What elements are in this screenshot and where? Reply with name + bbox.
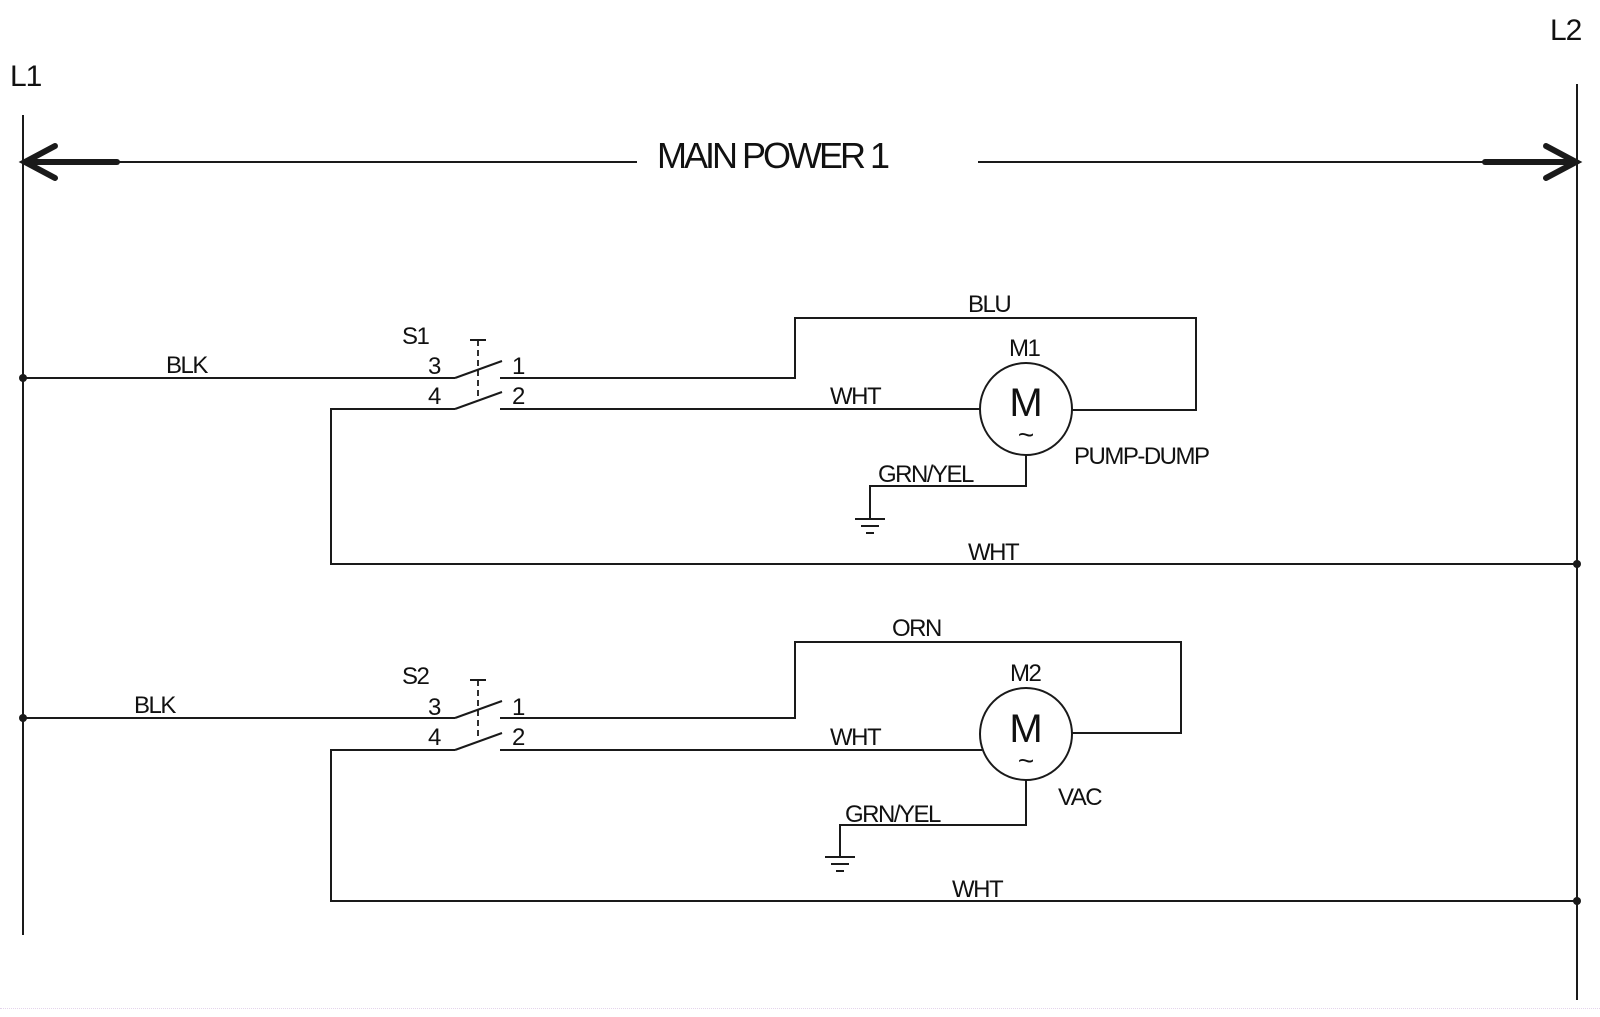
contact-blade-1	[454, 700, 503, 719]
switch-s1: S1 3 4 1 2	[402, 323, 525, 410]
rail-l2-label: L2	[1550, 14, 1582, 47]
switch-label: S1	[402, 323, 430, 350]
wire-label-blu: BLU	[968, 291, 1010, 318]
motor-m2: M ~ M2 VAC	[979, 660, 1104, 811]
junction-dot	[1573, 560, 1581, 568]
contact-blade-2	[454, 391, 503, 410]
wire-grn-yel	[869, 455, 1027, 518]
motor-symbol: M	[1009, 381, 1042, 425]
wire-label-wht: WHT	[830, 724, 882, 751]
ground-icon	[855, 518, 885, 534]
wire-label-wht: WHT	[830, 383, 882, 410]
rung-1: BLK S1 3 4 1 2 BLU WHT M ~ M1 PUMP-DUMP	[19, 291, 1581, 568]
junction-dot	[1573, 897, 1581, 905]
wire-label-blk: BLK	[166, 352, 208, 379]
motor-symbol: M	[1009, 707, 1042, 751]
rail-l1-label: L1	[10, 60, 42, 93]
terminal-4: 4	[428, 724, 441, 751]
wire-label-blk: BLK	[134, 692, 176, 719]
wire-blu	[518, 317, 1197, 411]
terminal-4: 4	[428, 383, 441, 410]
ac-tilde-icon: ~	[1018, 745, 1034, 776]
wire-orn	[518, 641, 1182, 734]
motor-name: PUMP-DUMP	[1074, 443, 1209, 470]
main-power-arrow	[18, 143, 1583, 181]
wire-wht-return	[330, 749, 1577, 902]
terminal-3: 3	[428, 353, 441, 380]
main-power-title: MAIN POWER 1	[657, 135, 889, 176]
wire-label-grn-yel: GRN/YEL	[878, 461, 974, 488]
terminal-1: 1	[512, 353, 525, 380]
wire-label-orn: ORN	[892, 615, 941, 642]
motor-id: M1	[1009, 335, 1040, 362]
terminal-3: 3	[428, 694, 441, 721]
motor-m1: M ~ M1 PUMP-DUMP	[979, 335, 1210, 470]
wire-grn-yel	[839, 780, 1027, 856]
switch-label: S2	[402, 663, 430, 690]
wire-wht-return	[330, 408, 1577, 565]
terminal-2: 2	[512, 383, 525, 410]
terminal-1: 1	[512, 694, 525, 721]
motor-name: VAC	[1058, 784, 1102, 811]
contact-blade-1	[454, 360, 503, 379]
switch-s2: S2 3 4 1 2	[402, 663, 525, 751]
wire-label-wht-return: WHT	[952, 876, 1004, 903]
terminal-2: 2	[512, 724, 525, 751]
rung-2: BLK S2 3 4 1 2 ORN WHT M ~ M2 VAC	[19, 615, 1581, 905]
ac-tilde-icon: ~	[1018, 419, 1034, 450]
arrow-left-head-icon	[18, 143, 58, 181]
page-bottom-divider	[0, 1008, 1600, 1009]
contact-blade-2	[454, 732, 503, 751]
arrow-right-head-icon	[1543, 143, 1583, 181]
motor-id: M2	[1010, 660, 1041, 687]
wire-label-grn-yel: GRN/YEL	[845, 801, 941, 828]
wire-label-wht-return: WHT	[968, 539, 1020, 566]
ground-icon	[825, 856, 855, 872]
